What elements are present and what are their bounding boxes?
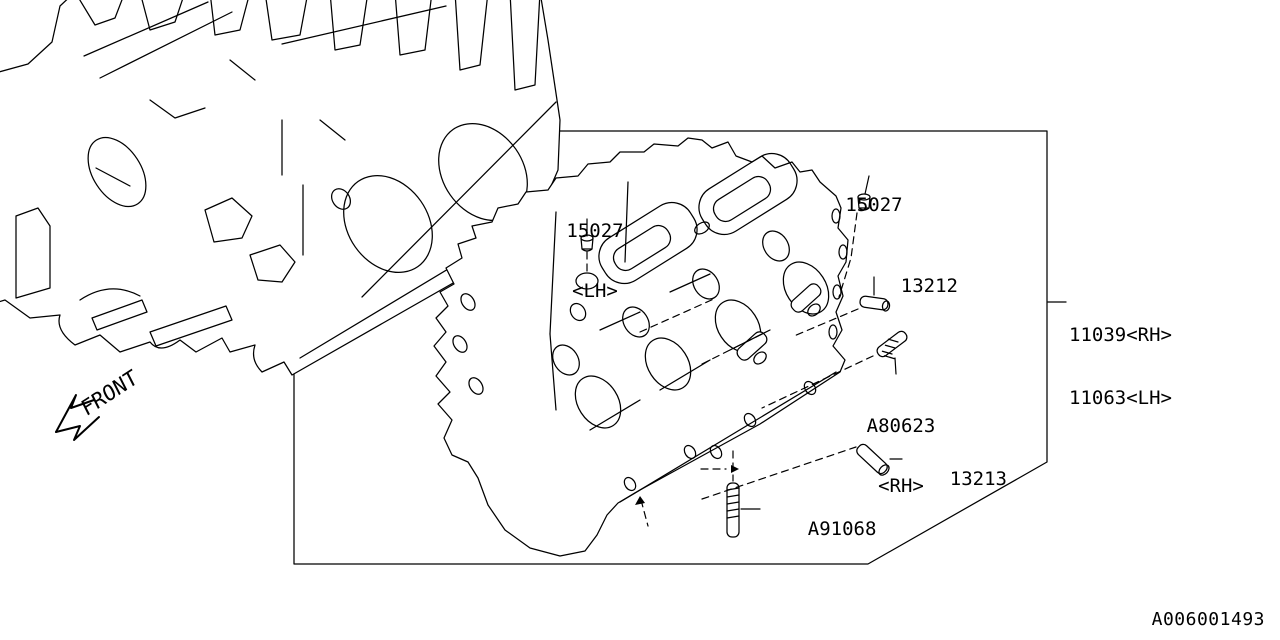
callout-a80623-side: <RH> xyxy=(878,475,924,497)
part-plug-15027-lh xyxy=(580,234,594,252)
callout-head-assembly[interactable]: 11039<RH> 11063<LH> xyxy=(1069,283,1172,451)
callout-a80623[interactable]: A80623 <RH> xyxy=(855,376,947,536)
callout-15027-rh[interactable]: 15027 xyxy=(840,155,908,255)
cylinder-head-drawing xyxy=(433,137,849,557)
leader-lines xyxy=(586,175,903,510)
callout-15027-lh-side: <LH> xyxy=(572,280,618,302)
callout-11063-lh[interactable]: 11063<LH> xyxy=(1069,387,1172,409)
callout-a91068-number[interactable]: A91068 xyxy=(807,518,877,540)
callout-13213[interactable]: 13213 xyxy=(904,449,1007,509)
callout-13212-number[interactable]: 13212 xyxy=(900,275,958,297)
callout-a80623-number[interactable]: A80623 xyxy=(866,415,936,437)
callout-a91068[interactable]: A91068 xyxy=(762,499,877,559)
callout-15027-lh[interactable]: 15027 <LH> xyxy=(561,181,629,341)
spark-plug-tube xyxy=(736,283,822,365)
front-arrow-icon xyxy=(55,394,100,441)
callout-11039-rh[interactable]: 11039<RH> xyxy=(1069,324,1172,346)
engine-block-drawing xyxy=(0,0,561,376)
boundary-outline xyxy=(293,130,1067,565)
part-plug-15027-rh xyxy=(857,193,871,211)
part-dowel-pin-13212 xyxy=(859,295,891,312)
callout-15027-rh-number[interactable]: 15027 xyxy=(845,194,903,216)
part-stud-a91068 xyxy=(726,482,740,538)
callout-13213-number[interactable]: 13213 xyxy=(949,468,1007,490)
diagram-id: A006001493 xyxy=(1151,609,1265,630)
dashed-arrowheads xyxy=(635,465,739,505)
callout-13212[interactable]: 13212 xyxy=(855,256,958,316)
part-stud-a80623 xyxy=(876,330,908,360)
callout-15027-lh-number[interactable]: 15027 xyxy=(566,220,624,242)
part-pin-13213 xyxy=(856,443,890,476)
